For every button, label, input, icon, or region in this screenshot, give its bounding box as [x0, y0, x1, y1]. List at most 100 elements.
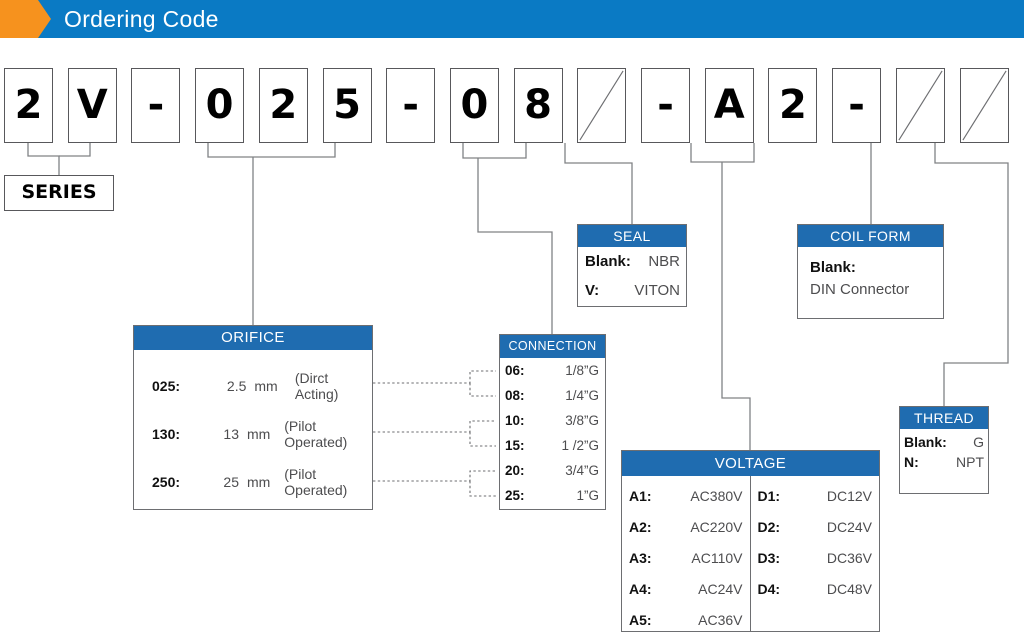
- line-thread: [934, 143, 1009, 406]
- connection-row-value: 3/8”G: [565, 413, 599, 428]
- thread-title: THREAD: [900, 407, 988, 429]
- voltage-dc-row: D3:DC36V: [751, 542, 880, 573]
- code-box-15: [959, 68, 1009, 143]
- orifice-note: (Pilot Operated): [284, 418, 348, 450]
- connection-row-code: 25:: [505, 488, 525, 503]
- voltage-table: VOLTAGE A1:AC380V A2: AC220V A3: AC110V A4:AC…: [621, 450, 880, 632]
- connection-title: CONNECTION: [500, 335, 605, 358]
- bracket-orifice-250-b: [469, 481, 496, 497]
- voltage-ac-row-value: AC36V: [698, 611, 743, 628]
- code-box-char: 2: [778, 82, 807, 128]
- code-box-char: 0: [205, 82, 234, 128]
- voltage-dc-row: D4:DC48V: [751, 573, 880, 604]
- code-box-8: 8: [513, 68, 563, 143]
- connection-row: 06:1/8”G: [500, 358, 605, 383]
- code-box-2: -: [131, 68, 181, 143]
- code-box-char: 2: [269, 82, 298, 128]
- code-box-char: V: [76, 82, 108, 128]
- code-box-char: A: [713, 82, 745, 128]
- connection-row-code: 08:: [505, 388, 525, 403]
- voltage-dc-row-value: DC48V: [826, 580, 872, 597]
- bracket-orifice-025-b: [469, 383, 496, 397]
- connection-row: 25: 1”G: [500, 483, 605, 508]
- connection-row-value: 1 /2”G: [561, 438, 599, 453]
- orifice-size: 25: [223, 474, 239, 490]
- line-orifice-span: [207, 143, 336, 158]
- code-box-12: 2: [768, 68, 818, 143]
- voltage-ac-row-code: A2:: [629, 518, 652, 535]
- connection-row-value: 1”G: [576, 488, 599, 503]
- header-arrow-icon: [38, 0, 51, 38]
- code-box-7: 0: [449, 68, 499, 143]
- voltage-ac-row-value: AC110V: [691, 549, 743, 566]
- orifice-unit: mm: [254, 378, 278, 394]
- line-connection-drop: [477, 158, 553, 334]
- voltage-ac-row: A4:AC24V: [622, 573, 750, 604]
- code-box-5: 5: [322, 68, 372, 143]
- code-box-char: 0: [460, 82, 489, 128]
- coil-form-body: Blank: DIN Connector: [798, 247, 943, 301]
- voltage-ac-row: A2: AC220V: [622, 511, 750, 542]
- code-box-13: -: [832, 68, 882, 143]
- seal-row-value: VITON: [634, 282, 680, 299]
- thread-row-code: Blank:: [904, 434, 947, 450]
- orifice-unit: mm: [246, 426, 271, 442]
- connection-row-value: 3/4”G: [565, 463, 599, 478]
- line-connection-span: [462, 143, 527, 159]
- page-title: Ordering Code: [64, 6, 219, 32]
- connection-row: 15: 1 /2”G: [500, 433, 605, 458]
- blank-slash-icon: [898, 70, 943, 141]
- voltage-ac-column: A1:AC380V A2: AC220V A3: AC110V A4:AC24V A5: AC…: [622, 476, 751, 632]
- coil-form-title: COIL FORM: [798, 225, 943, 247]
- coil-form-code: Blank:: [810, 259, 856, 276]
- code-box-3: 0: [195, 68, 245, 143]
- voltage-ac-row-value: AC220V: [690, 518, 743, 535]
- code-box-10: -: [641, 68, 690, 143]
- orifice-code: 025:: [152, 378, 181, 394]
- bracket-orifice-130-b: [469, 432, 496, 447]
- code-box-char: -: [657, 82, 674, 128]
- voltage-ac-row: A1:AC380V: [622, 480, 750, 511]
- orifice-size: 2.5: [226, 378, 247, 394]
- thread-row: Blank:G: [900, 432, 988, 452]
- code-box-11: A: [704, 68, 754, 143]
- connection-row: 08:1/4”G: [500, 383, 605, 408]
- code-box-char: 8: [524, 82, 553, 128]
- voltage-ac-row-value: AC24V: [698, 580, 743, 597]
- line-series: [27, 143, 60, 175]
- voltage-dc-row-code: D1:: [757, 487, 781, 504]
- code-box-char: 5: [333, 82, 361, 128]
- blank-slash-icon: [579, 70, 624, 141]
- code-box-char: 2: [14, 82, 43, 128]
- code-box-char: -: [848, 82, 865, 128]
- coil-form-table: COIL FORM Blank: DIN Connector: [797, 224, 944, 319]
- orifice-size: 13: [223, 426, 239, 442]
- code-box-1: V: [67, 68, 117, 143]
- voltage-ac-row-value: AC380V: [690, 487, 743, 504]
- series-label: SERIES: [21, 181, 97, 203]
- thread-row: N:NPT: [900, 452, 988, 472]
- connection-row-code: 15:: [505, 438, 525, 453]
- voltage-title: VOLTAGE: [622, 451, 879, 476]
- orifice-unit: mm: [246, 474, 271, 490]
- code-box-6: -: [386, 68, 436, 143]
- code-box-4: 2: [258, 68, 308, 143]
- bracket-orifice-250-a: [373, 470, 496, 482]
- connection-row-code: 06:: [505, 363, 525, 378]
- voltage-ac-row-code: A3:: [629, 549, 652, 566]
- seal-row: V:VITON: [578, 276, 686, 305]
- connection-row-code: 20:: [505, 463, 525, 478]
- line-series-b: [59, 143, 91, 157]
- voltage-ac-row-code: A5:: [629, 611, 652, 628]
